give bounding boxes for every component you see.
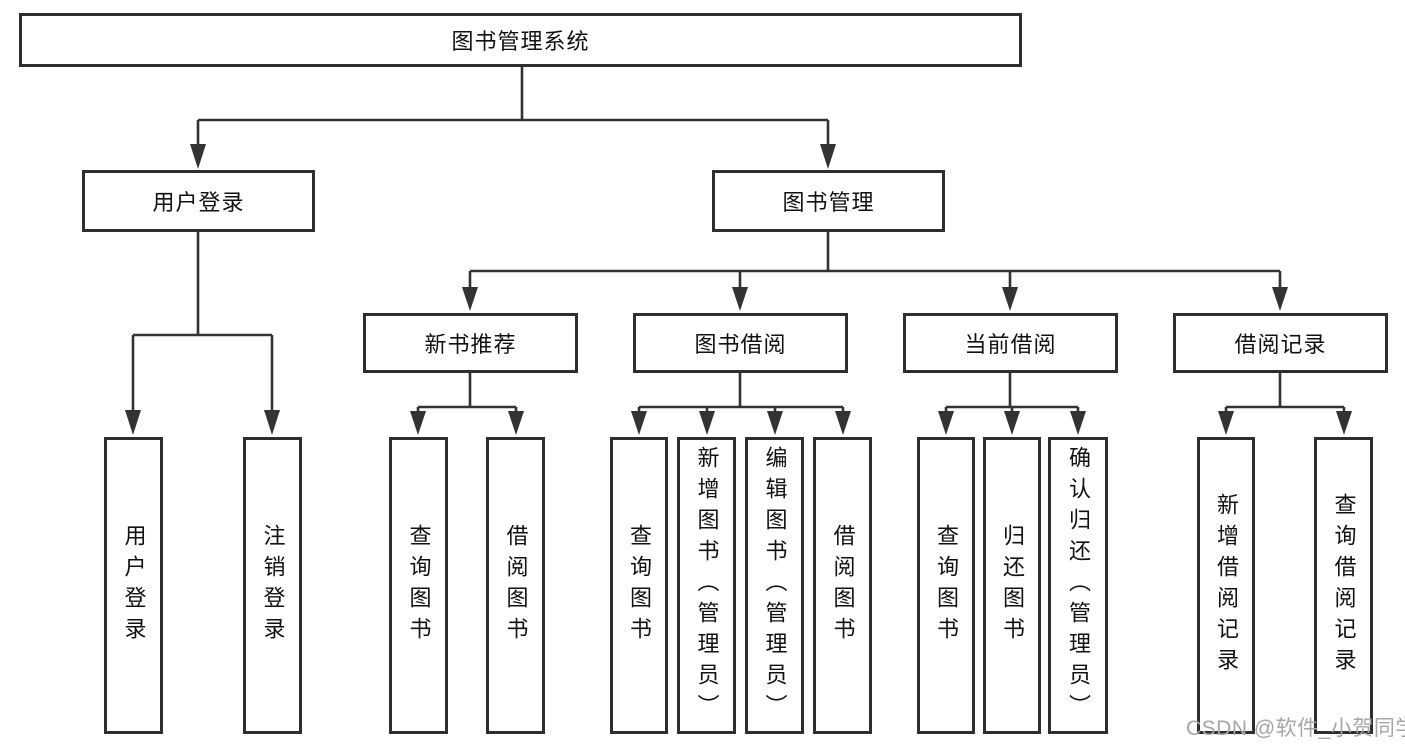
node-new-book-recommend: 新书推荐 bbox=[363, 313, 578, 373]
leaf-user-login: 用户登录 bbox=[104, 437, 163, 734]
csdn-watermark: CSDN @软件_小贺同学 bbox=[1186, 717, 1405, 740]
leaf-add-books-admin: 新增图书（管理员） bbox=[677, 437, 736, 734]
node-current-borrow: 当前借阅 bbox=[903, 313, 1118, 373]
leaf-query-borrow-record: 查询借阅记录 bbox=[1314, 437, 1373, 734]
leaf-edit-books-admin: 编辑图书（管理员） bbox=[745, 437, 804, 734]
leaf-query-books-borrow: 查询图书 bbox=[610, 437, 668, 734]
leaf-query-books-current: 查询图书 bbox=[917, 437, 975, 734]
node-borrow-records: 借阅记录 bbox=[1173, 313, 1388, 373]
node-book-management: 图书管理 bbox=[712, 170, 945, 232]
node-user-login: 用户登录 bbox=[82, 170, 315, 232]
leaf-borrow-books-newbook: 借阅图书 bbox=[486, 437, 545, 734]
node-library-management-system: 图书管理系统 bbox=[19, 13, 1022, 67]
leaf-logout: 注销登录 bbox=[243, 437, 302, 734]
leaf-query-books-newbook: 查询图书 bbox=[389, 437, 448, 734]
leaf-borrow-books: 借阅图书 bbox=[813, 437, 872, 734]
leaf-return-books: 归还图书 bbox=[983, 437, 1041, 734]
node-book-borrow: 图书借阅 bbox=[633, 313, 848, 373]
leaf-confirm-return-admin: 确认归还（管理员） bbox=[1048, 437, 1108, 734]
leaf-add-borrow-record: 新增借阅记录 bbox=[1197, 437, 1255, 734]
